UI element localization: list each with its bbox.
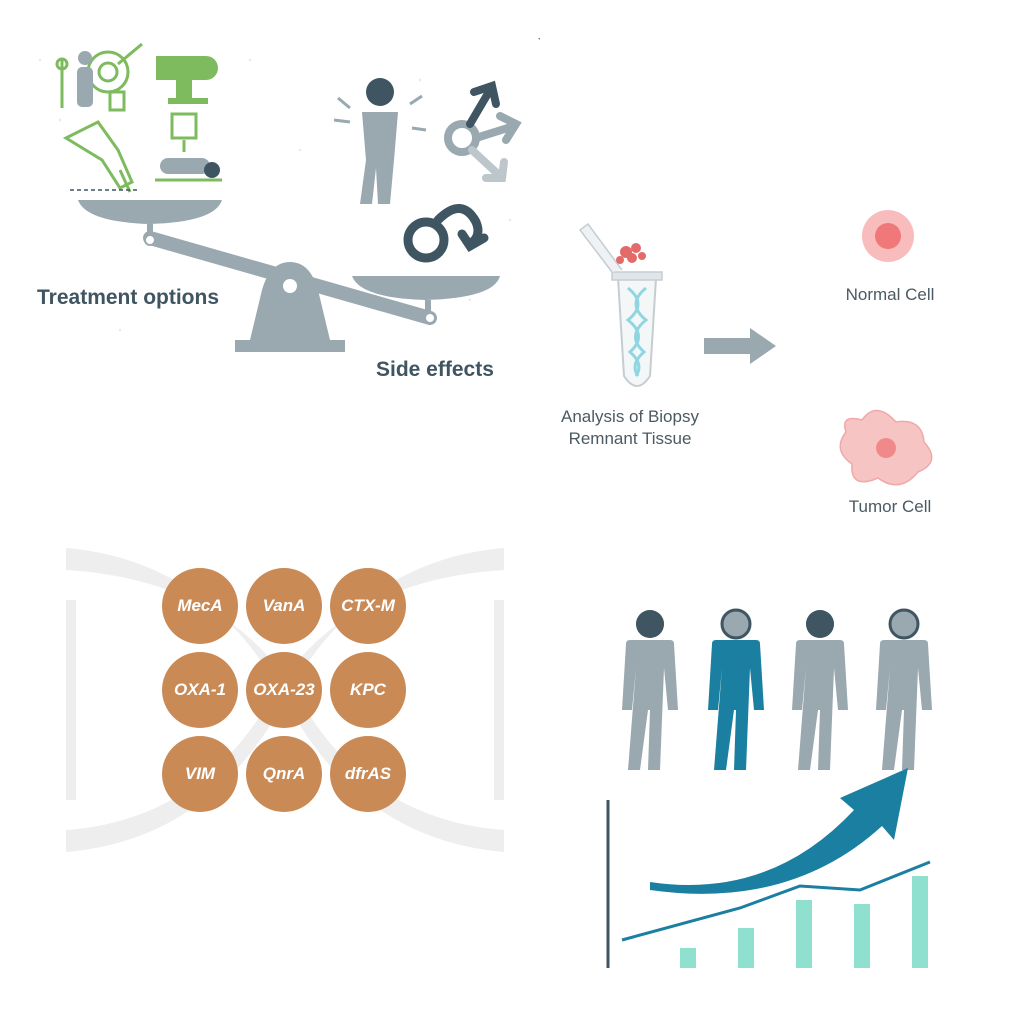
gene-circle: MecA	[162, 568, 238, 644]
treatment-options-label: Treatment options	[37, 286, 220, 309]
side-effects-label: Side effects	[376, 358, 494, 381]
dysfunction-symbol-icon	[403, 204, 489, 263]
right-pan	[352, 276, 500, 300]
gene-circle: dfrAS	[330, 736, 406, 812]
gene-circle: OXA-23	[246, 652, 322, 728]
gene-circle: QnrA	[246, 736, 322, 812]
treatment-icons	[55, 42, 222, 193]
gene-circle: OXA-1	[162, 652, 238, 728]
male-symbols-icon	[444, 80, 522, 182]
left-pan	[78, 200, 222, 224]
tumor-cell-icon	[839, 409, 933, 486]
normal-cell-label: Normal Cell	[845, 285, 935, 304]
population-graphic	[606, 608, 932, 968]
fulcrum	[235, 262, 345, 352]
gene-circle: VanA	[246, 568, 322, 644]
tumor-cell-label: Tumor Cell	[848, 497, 932, 516]
patient-icon	[77, 51, 220, 178]
balance-panel: Treatment options Side effects	[0, 0, 540, 400]
growth-arrow-icon	[650, 768, 908, 894]
gene-circle: VIM	[162, 736, 238, 812]
gene-circle: KPC	[330, 652, 406, 728]
pain-person-icon	[360, 78, 398, 204]
biopsy-caption-line-1: Analysis of Biopsy	[561, 407, 699, 426]
growth-bars	[680, 876, 928, 968]
normal-cell-icon	[862, 210, 914, 262]
gene-circle: CTX-M	[330, 568, 406, 644]
trend-line	[621, 860, 931, 942]
biopsy-graphic	[578, 210, 933, 486]
genes-panel: MecA VanA CTX-M OXA-1 OXA-23 KPC VIM Qnr…	[60, 540, 510, 860]
population-panel	[590, 600, 970, 980]
radiation-machine-icon	[156, 56, 218, 104]
process-arrow-icon	[704, 328, 776, 364]
sample-tube-icon	[578, 222, 663, 387]
biopsy-caption-line-2: Remnant Tissue	[568, 429, 692, 448]
balance-scale-graphic	[38, 38, 540, 352]
biopsy-panel: Analysis of Biopsy Remnant Tissue Normal…	[540, 200, 1010, 530]
biopsy-caption: Analysis of Biopsy Remnant Tissue	[530, 406, 730, 450]
